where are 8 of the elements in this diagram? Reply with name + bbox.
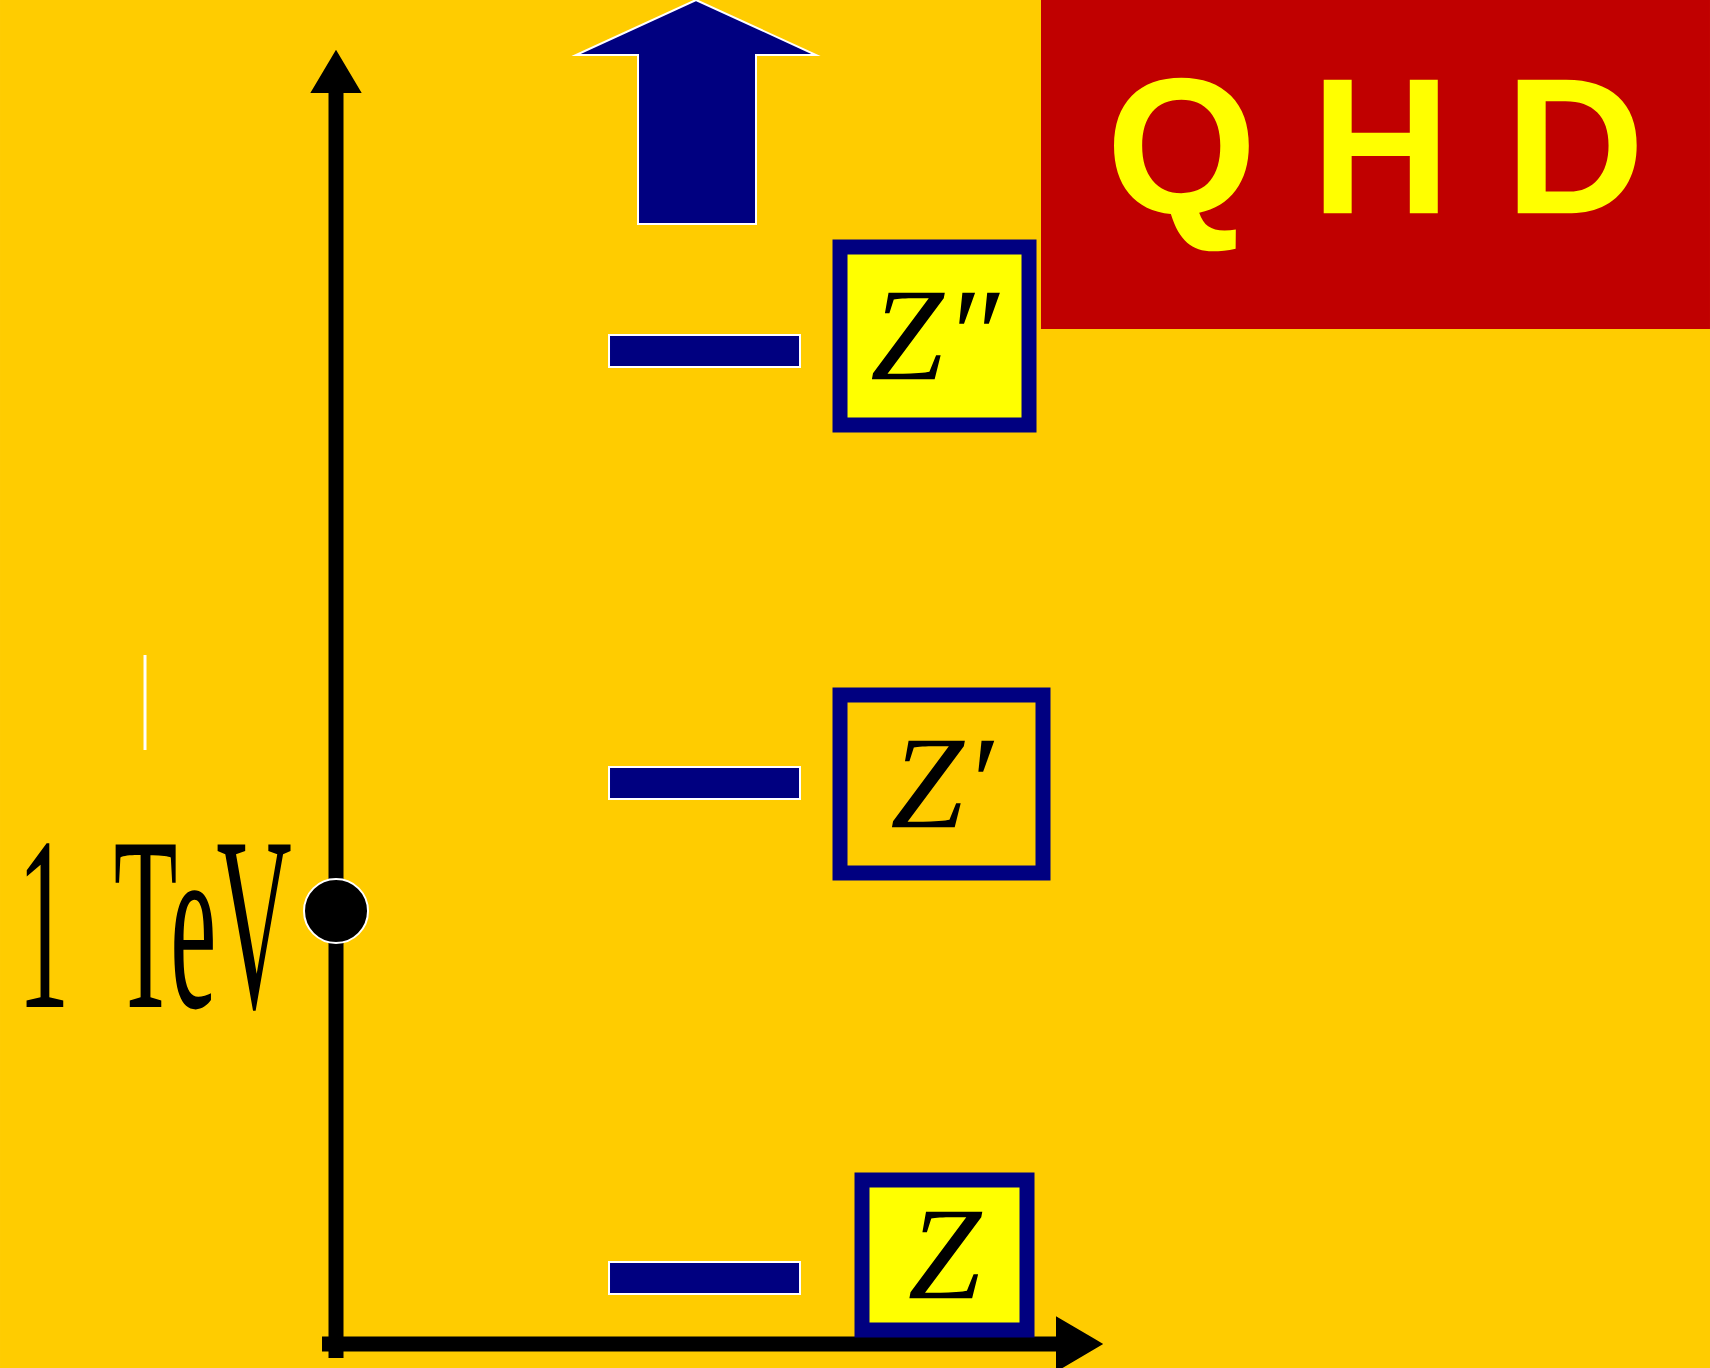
particle-box: Z (854, 1172, 1035, 1338)
axis-label: 1 TeV (26, 843, 291, 1011)
particle-box: Z″ (832, 239, 1037, 433)
energy-level-bar (608, 766, 801, 800)
particle-box: Z′ (832, 687, 1051, 881)
energy-level-bar (608, 1261, 801, 1295)
energy-level-bar (608, 334, 801, 368)
title-panel: Q H D (1041, 0, 1710, 329)
